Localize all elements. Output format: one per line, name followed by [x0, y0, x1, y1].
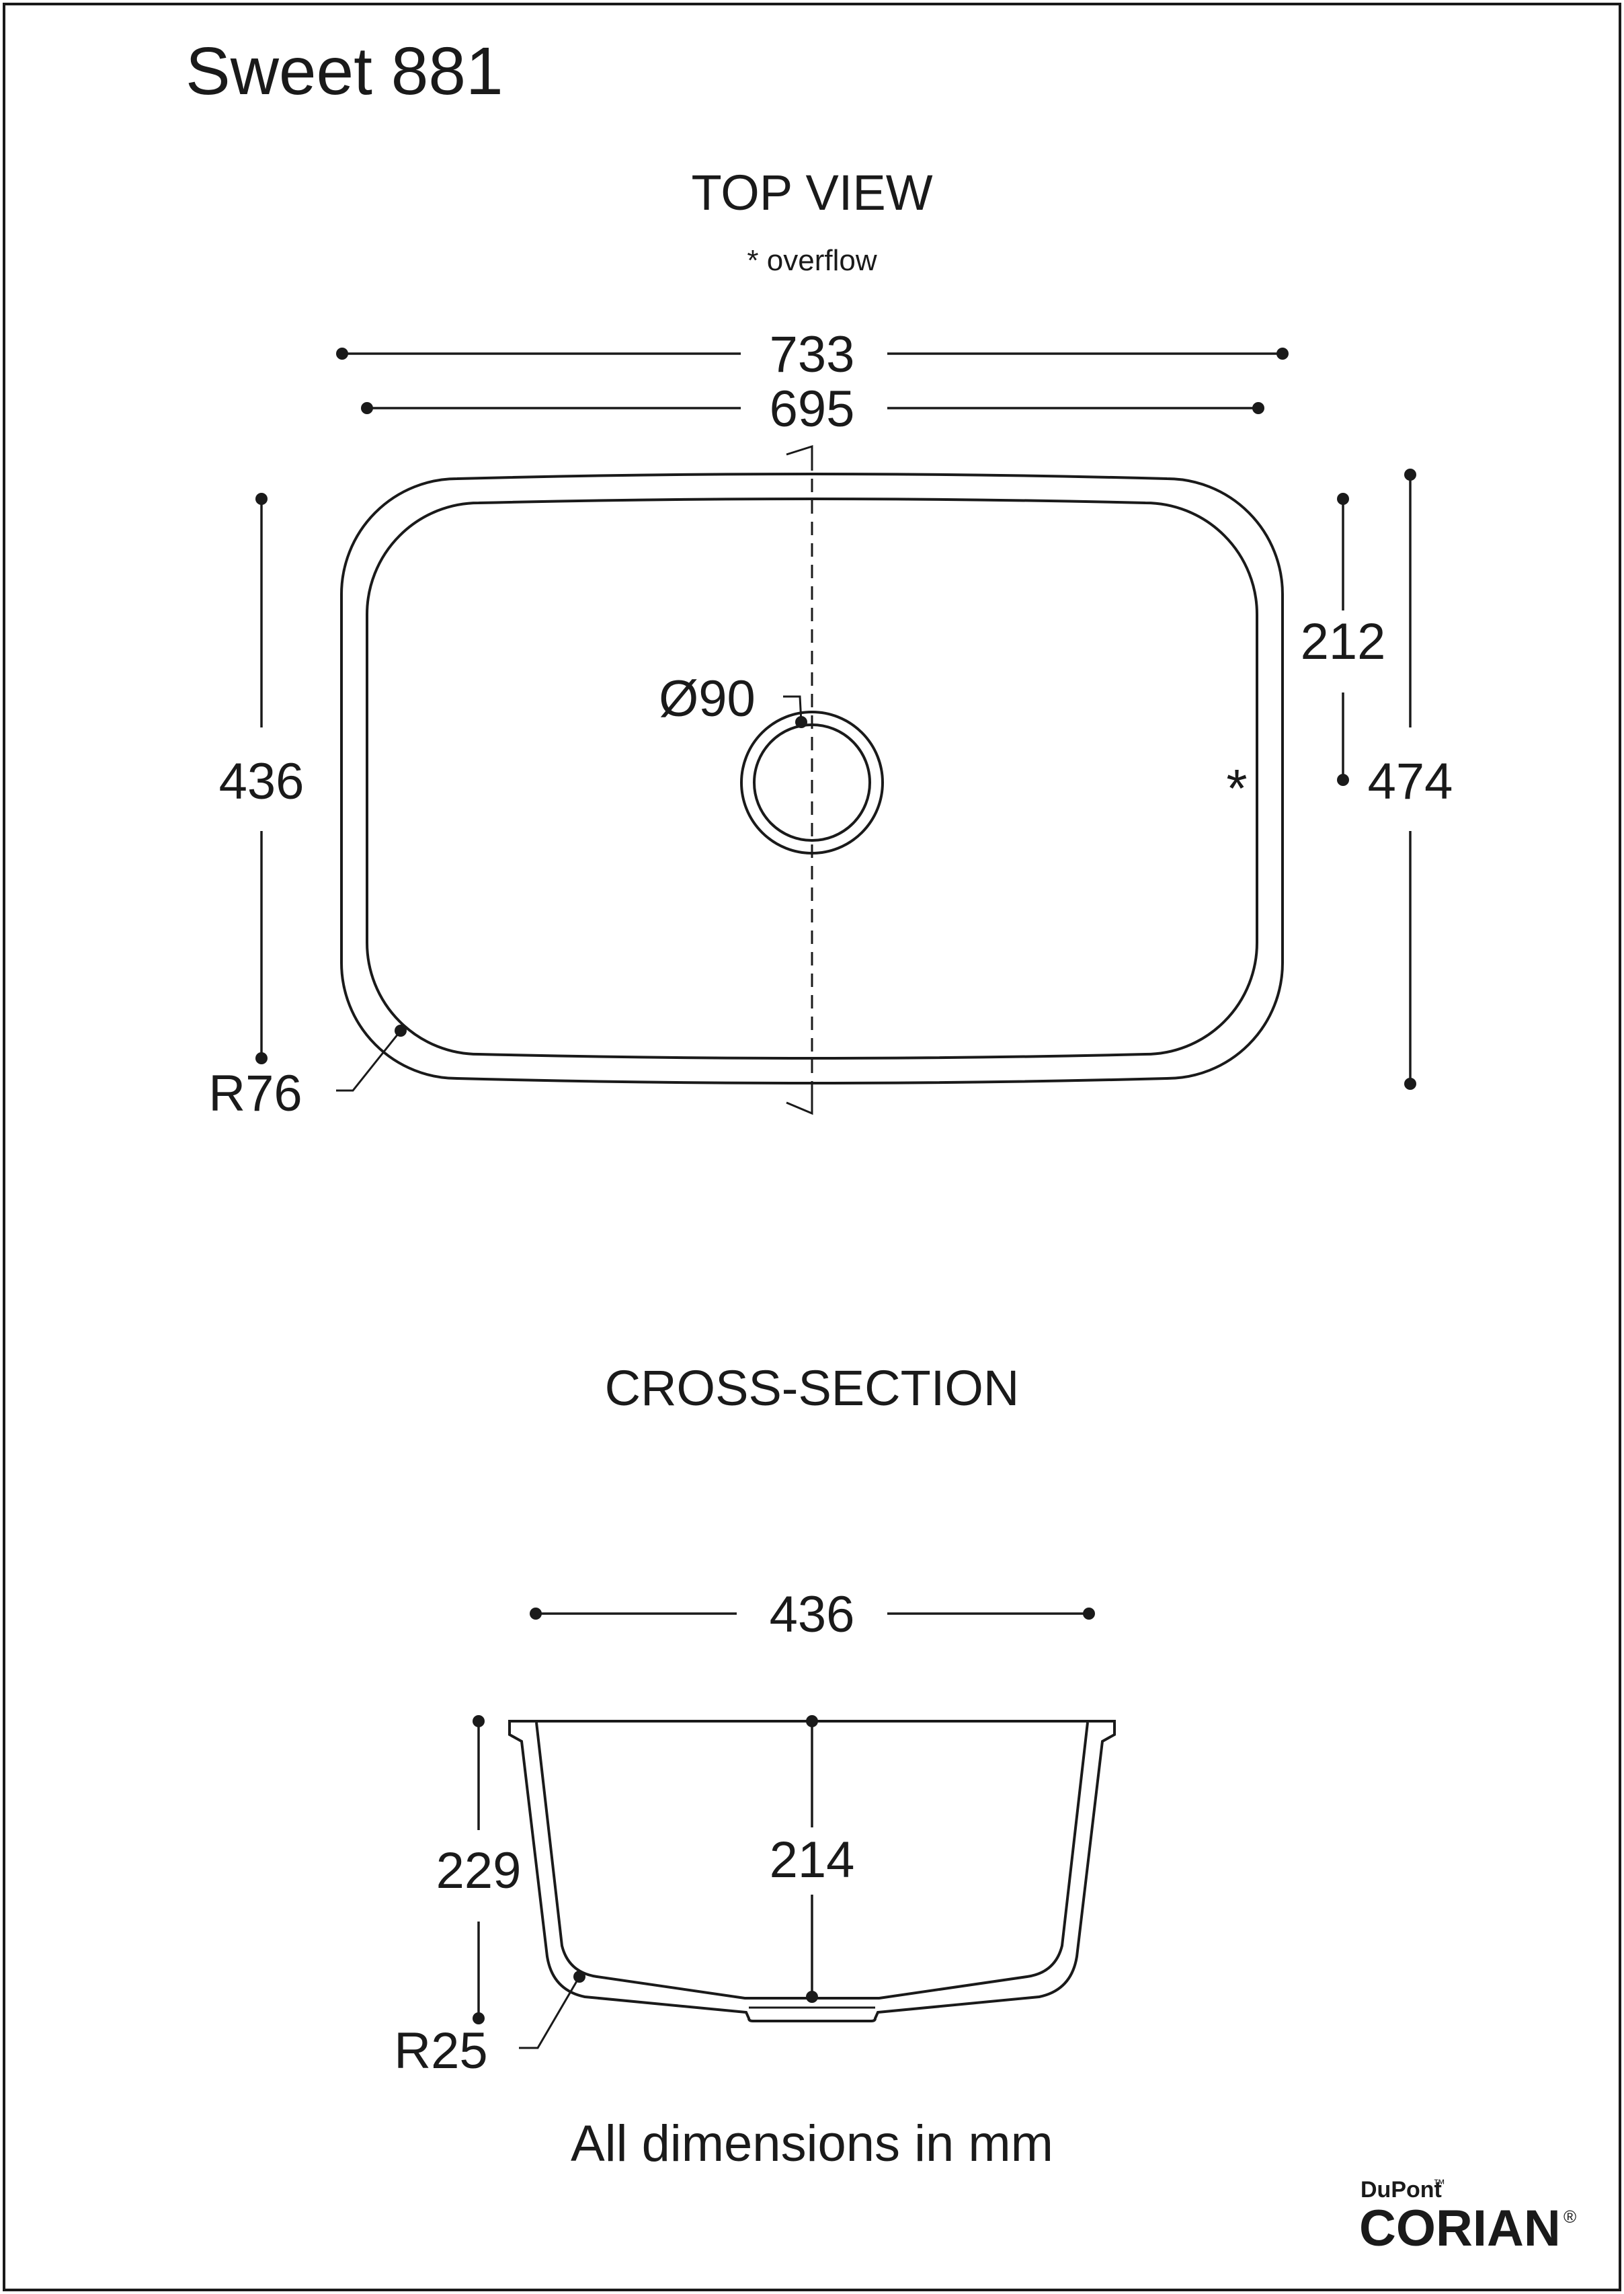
- page-frame: [3, 3, 1621, 2291]
- brand-product: CORIAN: [1359, 2200, 1561, 2257]
- drain-outer-ring: [740, 711, 884, 855]
- cross-section-heading: CROSS-SECTION: [605, 1360, 1020, 1416]
- overflow-marker: *: [1226, 758, 1247, 818]
- corner-radius-label: R76: [208, 1065, 302, 1122]
- bottom-radius-callout: R25: [394, 1971, 585, 2080]
- drawing-title: Sweet 881: [186, 34, 503, 109]
- units-note: All dimensions in mm: [571, 2115, 1053, 2172]
- top-view: TOP VIEW * overflow 733 695: [208, 165, 1453, 1122]
- dimension-inner-width: 436: [219, 493, 304, 1064]
- dimension-inner-length: 695: [361, 381, 1264, 438]
- dimension-overall-length: 733: [336, 326, 1289, 383]
- drain-inner-ring: [753, 723, 871, 842]
- cross-section: CROSS-SECTION 436 229 214: [394, 1360, 1116, 2080]
- drain: Ø90: [659, 670, 884, 855]
- section-profile-outer: [508, 1720, 1116, 2022]
- dimension-section-width: 436: [530, 1586, 1095, 1643]
- brand-maker-mark: ™: [1433, 2177, 1445, 2190]
- dimension-label-214: 214: [770, 1831, 855, 1889]
- dimension-overall-depth: 229: [436, 1715, 522, 2024]
- dimension-label-212: 212: [1301, 613, 1386, 670]
- drain-diameter-label: Ø90: [659, 670, 756, 727]
- dimension-overall-width: 474: [1368, 469, 1453, 1090]
- dimension-label-695: 695: [770, 381, 855, 438]
- brand-logo: DuPont ™ CORIAN ®: [1359, 2177, 1576, 2257]
- dimension-label-474: 474: [1368, 753, 1453, 810]
- dimension-label-733: 733: [770, 326, 855, 383]
- corner-radius-callout: R76: [208, 1025, 407, 1122]
- dimension-label-436-top: 436: [219, 753, 304, 810]
- dimension-overflow-offset: 212: [1301, 493, 1386, 786]
- dimension-label-229: 229: [436, 1842, 522, 1899]
- bottom-radius-label: R25: [394, 2022, 487, 2080]
- dimension-inner-depth: 214: [770, 1715, 855, 2003]
- brand-product-mark: ®: [1564, 2207, 1576, 2227]
- brand-maker: DuPont: [1361, 2177, 1442, 2203]
- section-line: [786, 444, 813, 1115]
- dimension-label-436-section: 436: [770, 1586, 855, 1643]
- top-view-heading: TOP VIEW: [691, 165, 932, 221]
- sink-outer-outline: [340, 473, 1284, 1084]
- overflow-note: * overflow: [747, 244, 877, 277]
- sink-inner-outline: [366, 498, 1258, 1060]
